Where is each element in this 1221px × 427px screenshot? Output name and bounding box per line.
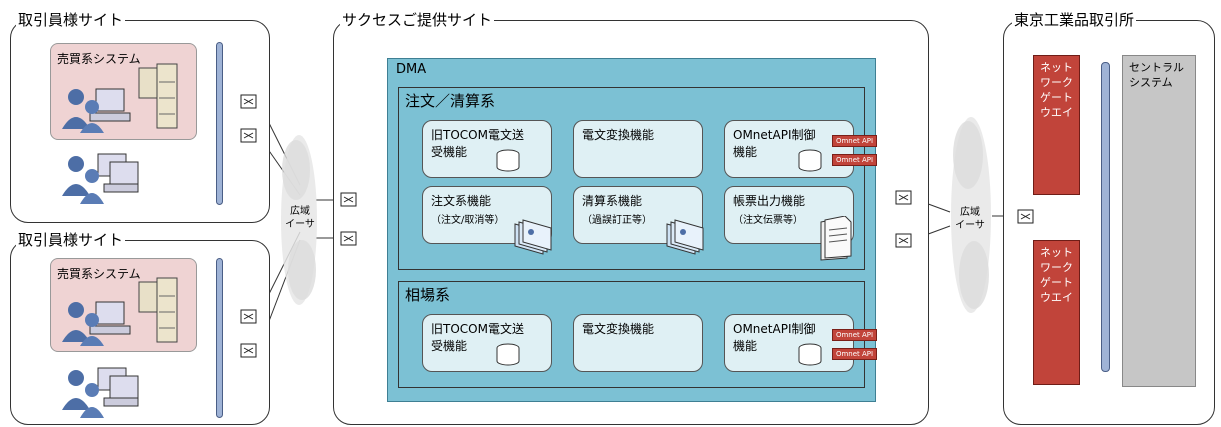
- user-workstation-icon: [62, 301, 131, 346]
- omnet-api-tag: Omnet API: [832, 348, 877, 360]
- router-icon: [340, 231, 357, 246]
- func-legacy-tocom: 旧TOCOM電文送 受機能: [422, 314, 552, 372]
- cloud-icon: [281, 135, 317, 305]
- network-gateway-top: ネット ワーク ゲート ウエイ: [1033, 55, 1080, 195]
- tocom-site-title: 東京工業品取引所: [1012, 11, 1137, 29]
- omnet-api-tag: Omnet API: [832, 135, 877, 147]
- router-icon: [340, 192, 357, 207]
- wan-label-right: 広域 イーサ: [953, 206, 987, 232]
- router-icon: [1017, 209, 1034, 224]
- func-omnet-control: OMnetAPI制御 機能: [724, 120, 854, 178]
- user-workstation-icon: [62, 88, 131, 133]
- func-omnet-control: OMnetAPI制御 機能: [724, 314, 854, 372]
- router-icon: [240, 128, 257, 143]
- gateway-label: ネット ワーク ゲート ウエイ: [1040, 246, 1073, 304]
- user-workstation-icon: [62, 153, 139, 204]
- document-stack-icon: [514, 219, 552, 255]
- trading-system-label: 売買系システム: [57, 52, 141, 66]
- database-icon: [798, 343, 822, 366]
- document-stack-icon: [666, 219, 704, 255]
- server-icon: [138, 63, 178, 129]
- func-label: OMnetAPI制御 機能: [733, 322, 816, 353]
- router-icon: [240, 309, 257, 324]
- dma-container: DMA 注文／清算系 旧TOCOM電文送 受機能 電文変換機能 OMnetAPI…: [387, 58, 877, 402]
- server-icon: [138, 277, 178, 343]
- cloud-icon: [951, 117, 991, 313]
- success-site-title: サクセスご提供サイト: [340, 11, 495, 29]
- func-label: 帳票出力機能: [733, 194, 806, 208]
- func-label: OMnetAPI制御 機能: [733, 128, 816, 159]
- broker-site-bottom-title: 取引員様サイト: [16, 231, 126, 249]
- lan-bus-top: [216, 42, 223, 205]
- document-stack-icon: [820, 216, 852, 261]
- order-section-title: 注文／清算系: [405, 92, 496, 110]
- broker-site-top-title: 取引員様サイト: [16, 11, 126, 29]
- wan-label-line: 広域 イーサ: [285, 206, 315, 230]
- func-order: 注文系機能 （注文/取消等）: [422, 186, 552, 244]
- omnet-api-tag: Omnet API: [832, 329, 877, 341]
- user-workstation-icon: [62, 367, 139, 418]
- tocom-bus: [1101, 62, 1110, 372]
- func-label: 旧TOCOM電文送 受機能: [431, 128, 524, 159]
- func-legacy-tocom: 旧TOCOM電文送 受機能: [422, 120, 552, 178]
- func-message-convert: 電文変換機能: [573, 120, 703, 178]
- func-label: 電文変換機能: [582, 128, 655, 142]
- gateway-label: ネット ワーク ゲート ウエイ: [1040, 61, 1073, 119]
- dma-label: DMA: [396, 62, 427, 77]
- wan-label-left: 広域 イーサ: [284, 205, 316, 231]
- market-section: 相場系 旧TOCOM電文送 受機能 電文変換機能 OMnetAPI制御 機能 O…: [398, 281, 877, 388]
- func-label: 注文系機能: [431, 194, 492, 208]
- database-icon: [496, 149, 520, 172]
- central-system: セントラル システム: [1122, 55, 1196, 387]
- lan-bus-bottom: [216, 258, 223, 418]
- router-icon: [240, 343, 257, 358]
- wan-label-line: 広域 イーサ: [955, 207, 985, 231]
- router-icon: [240, 94, 257, 109]
- func-message-convert: 電文変換機能: [573, 314, 703, 372]
- func-sublabel: （過誤訂正等）: [582, 215, 652, 226]
- func-sublabel: （注文伝票等）: [733, 215, 803, 226]
- trading-system-label: 売買系システム: [57, 267, 141, 281]
- central-system-label: セントラル システム: [1129, 61, 1184, 89]
- router-icon: [895, 233, 912, 248]
- func-label: 旧TOCOM電文送 受機能: [431, 322, 524, 353]
- func-label: 電文変換機能: [582, 322, 655, 336]
- network-gateway-bottom: ネット ワーク ゲート ウエイ: [1033, 240, 1080, 385]
- func-sublabel: （注文/取消等）: [431, 215, 505, 226]
- order-settlement-section: 注文／清算系 旧TOCOM電文送 受機能 電文変換機能 OMnetAPI制御 機…: [398, 87, 877, 270]
- router-icon: [895, 190, 912, 205]
- func-label: 清算系機能: [582, 194, 643, 208]
- omnet-api-tag: Omnet API: [832, 154, 877, 166]
- database-icon: [496, 343, 520, 366]
- database-icon: [798, 149, 822, 172]
- market-section-title: 相場系: [405, 286, 451, 304]
